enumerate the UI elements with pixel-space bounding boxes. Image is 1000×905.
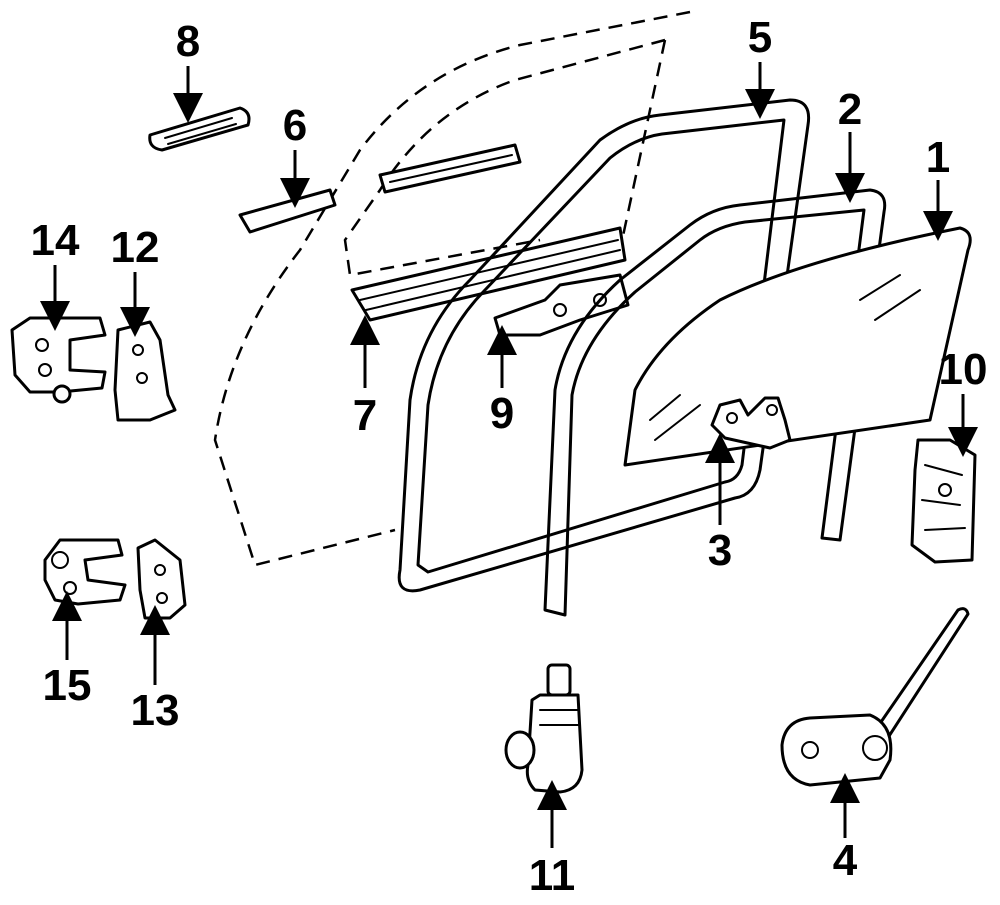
part-2-glass-run-channel	[543, 188, 887, 617]
callout-7: 7	[353, 391, 377, 440]
part-6-belt-molding	[238, 143, 522, 234]
callout-4: 4	[833, 836, 858, 885]
part-15-lower-hinge	[43, 538, 127, 606]
callout-8: 8	[176, 17, 200, 66]
callout-15: 15	[43, 661, 92, 710]
callout-13: 13	[131, 686, 180, 735]
callout-3: 3	[708, 526, 732, 575]
part-11-window-motor	[504, 663, 584, 794]
part-1-door-glass	[623, 226, 972, 467]
door-shell-outline	[213, 10, 691, 567]
part-7-inner-belt-weatherstrip	[350, 226, 627, 322]
callout-labels: 1 2 3 4 5 6 7 8 9 10 11 12 13 14 15	[31, 13, 988, 900]
part-5-door-weatherstrip	[397, 98, 811, 593]
part-8-inside-handle	[148, 106, 251, 152]
callout-1: 1	[926, 133, 950, 182]
callout-6: 6	[283, 101, 307, 150]
callout-12: 12	[111, 223, 160, 272]
leader-arrows	[40, 62, 978, 848]
part-12-upper-hinge-body	[113, 320, 177, 422]
part-10-door-lock	[910, 438, 977, 564]
part-14-upper-hinge	[10, 316, 107, 404]
callout-11: 11	[529, 851, 576, 900]
part-4-window-regulator	[780, 607, 970, 787]
callout-5: 5	[748, 13, 772, 62]
callout-14: 14	[31, 216, 80, 265]
callout-2: 2	[838, 85, 862, 134]
part-13-lower-hinge-body	[136, 538, 187, 620]
callout-9: 9	[490, 389, 514, 438]
callout-10: 10	[939, 345, 988, 394]
